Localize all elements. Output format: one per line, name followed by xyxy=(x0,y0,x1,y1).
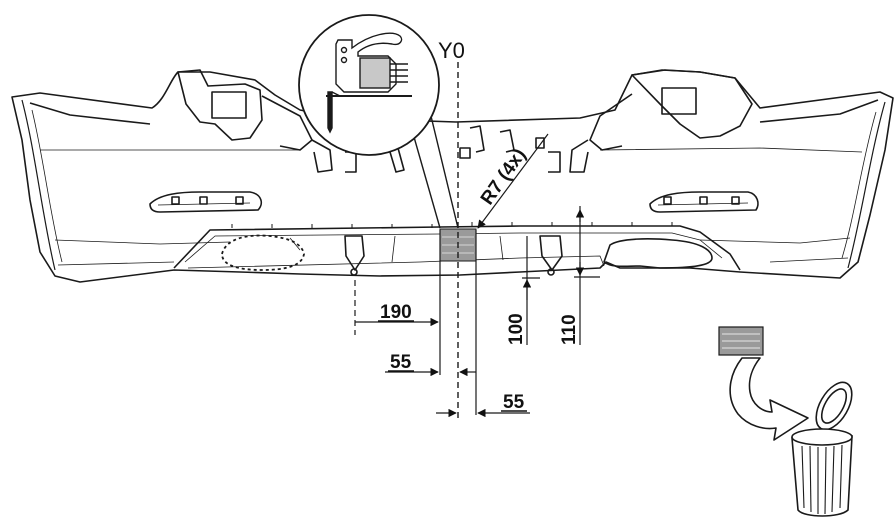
waste-bin-icon xyxy=(791,381,853,517)
dim-55-lower-label: 55 xyxy=(503,392,525,413)
jigsaw-cut-icon xyxy=(298,14,459,229)
axis-label-y0: Y0 xyxy=(438,38,465,63)
radius-note-label: R7 (4x) xyxy=(477,145,531,209)
dim-190-label: 190 xyxy=(380,302,412,323)
disposal-arrow-icon xyxy=(729,357,809,441)
dimension-lines xyxy=(354,133,600,418)
rear-bumper xyxy=(11,69,894,283)
dim-55-upper-label: 55 xyxy=(390,352,412,373)
cutout-piece-icon xyxy=(718,326,764,356)
dim-100-label: 100 xyxy=(506,313,527,345)
dim-110-label: 110 xyxy=(559,314,580,345)
